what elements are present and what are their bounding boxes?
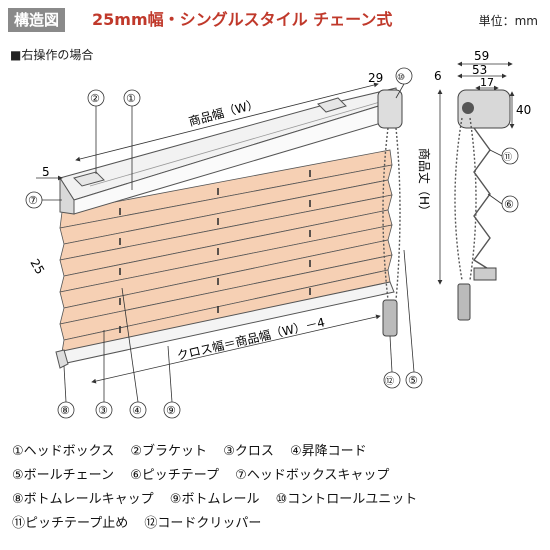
svg-text:④: ④ [132,404,142,417]
callout-6: ⑥ [487,193,519,213]
height-label: 商品丈（H） [417,148,432,217]
svg-text:⑪: ⑪ [503,152,512,163]
ball-chain [382,127,401,301]
callout-9: ⑨ [163,345,181,419]
cross-dimension [91,314,381,384]
svg-text:⑨: ⑨ [166,404,176,417]
legend-item: ⑦ヘッドボックスキャップ [235,468,390,483]
width-label: 商品幅（W） [187,96,260,129]
dim-6-label: 6 [434,69,442,83]
svg-text:⑧: ⑧ [60,404,70,417]
callout-11: ⑪ [489,147,519,165]
structure-diagram: 商品幅（W） クロス幅＝商品幅（W）－4 29 5 25 ① ② ⑦ ⑧ [25,49,531,419]
legend-item: ④昇降コード [290,444,367,459]
legend-item: ⑩コントロールユニット [275,492,418,507]
width-dimension [75,82,379,162]
page-title: 25mm幅・シングルスタイル チェーン式 [92,10,393,29]
dim-59-label: 59 [474,49,489,63]
callout-3: ③ [95,330,113,419]
dim-17-label: 17 [480,76,494,89]
legend-row: ⑪ピッチテープ止め ⑫コードクリッパー [12,512,429,536]
callout-1: ① [123,89,141,190]
legend-item: ⑫コードクリッパー [144,516,262,531]
callout-8: ⑧ [57,365,75,419]
dim-40-label: 40 [516,103,531,117]
legend-item: ⑪ピッチテープ止め [12,516,129,531]
operation-note: ■右操作の場合 [10,48,94,62]
dim-25-label: 25 [27,257,47,277]
legend-item: ⑥ピッチテープ [130,468,220,483]
callout-5: ⑤ [403,249,423,389]
svg-text:⑦: ⑦ [28,194,38,207]
svg-text:⑩: ⑩ [397,73,405,83]
lift-cords [119,170,311,333]
callout-7: ⑦ [25,191,62,209]
legend-item: ⑧ボトムレールキャップ [12,492,154,507]
legend-row: ①ヘッドボックス ②ブラケット ③クロス ④昇降コード [12,440,429,464]
svg-text:②: ② [90,92,100,105]
callout-10: ⑩ [395,67,413,99]
svg-text:③: ③ [98,404,108,417]
control-unit [377,89,403,129]
legend-item: ③クロス [223,444,274,459]
parts-legend: ①ヘッドボックス ②ブラケット ③クロス ④昇降コード ⑤ボールチェーン ⑥ピッ… [12,440,429,536]
dim-5-label: 5 [42,165,50,179]
callout-12: ⑫ [383,335,401,389]
unit-label: 単位：mm [478,14,538,28]
legend-item: ⑨ボトムレール [169,492,260,507]
legend-item: ②ブラケット [130,444,208,459]
callout-2: ② [87,89,105,174]
legend-row: ⑤ボールチェーン ⑥ピッチテープ ⑦ヘッドボックスキャップ [12,464,429,488]
dim-53-label: 53 [472,63,487,77]
side-view [454,89,511,321]
svg-text:⑫: ⑫ [385,376,394,387]
svg-text:⑤: ⑤ [408,374,418,387]
legend-item: ⑤ボールチェーン [12,468,115,483]
side-dimensions [437,61,515,285]
callout-4: ④ [121,287,147,419]
svg-text:⑥: ⑥ [504,198,514,211]
svg-text:①: ① [126,92,136,105]
legend-item: ①ヘッドボックス [12,444,115,459]
structure-tag: 構造図 [8,8,66,32]
legend-row: ⑧ボトムレールキャップ ⑨ボトムレール ⑩コントロールユニット [12,488,429,512]
dim-29-label: 29 [368,71,383,85]
cord-clipper [382,299,398,337]
